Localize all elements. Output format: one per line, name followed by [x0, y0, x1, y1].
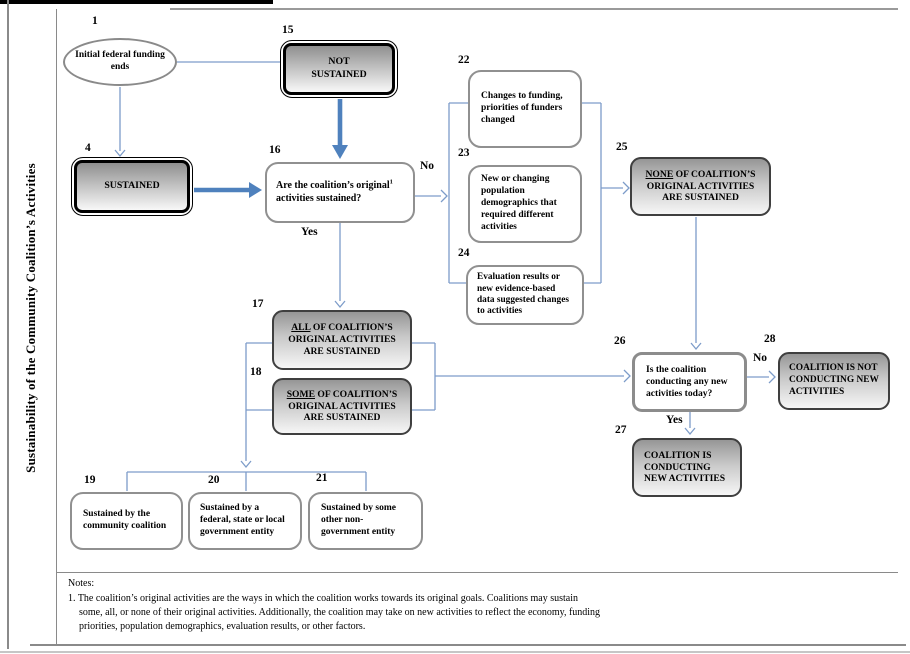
node-number-26: 26 [614, 335, 626, 347]
node-number-17: 17 [252, 298, 264, 310]
node-number-23: 23 [458, 147, 470, 159]
node-none-sustained: NONE OF COALITION’S ORIGINAL ACTIVITIES … [630, 157, 771, 216]
node-number-15: 15 [282, 24, 294, 36]
node-number-24: 24 [458, 247, 470, 259]
bottom-border [30, 644, 906, 646]
node-number-25: 25 [616, 141, 628, 153]
notes-line-1: 1. The coalition’s original activities a… [68, 593, 578, 604]
node-sustained-by-government: Sustained by a federal, state or local g… [188, 492, 302, 550]
node-sustained-by-nongovernment: Sustained by some other non-government e… [308, 492, 423, 550]
node-some-sustained: SOME OF COALITION’S ORIGINAL ACTIVITIES … [272, 378, 412, 435]
edge-label-yes-original: Yes [301, 226, 318, 238]
node-number-22: 22 [458, 54, 470, 66]
node-number-27: 27 [615, 424, 627, 436]
node-number-1: 1 [92, 15, 98, 27]
node-initial-federal-funding-ends: Initial federal funding ends [63, 38, 177, 86]
footnote-ref: 1 [389, 178, 393, 186]
node-number-21: 21 [316, 472, 328, 484]
left-border [7, 0, 9, 649]
node-number-16: 16 [269, 144, 281, 156]
node-number-18: 18 [250, 366, 262, 378]
node-number-4: 4 [85, 142, 91, 154]
node-all-sustained: ALL OF COALITION’S ORIGINAL ACTIVITIES A… [272, 310, 412, 370]
node-question-new-activities: Is the coalition conducting any new acti… [632, 352, 747, 412]
node-sustained-by-coalition: Sustained by the community coalition [70, 492, 183, 550]
node-conducting-new: COALITION IS CONDUCTING NEW ACTIVITIES [632, 438, 742, 497]
edge-label-no-new: No [753, 352, 768, 364]
node-not-sustained: NOT SUSTAINED [280, 40, 398, 98]
top-border-black [0, 0, 273, 4]
sidebar-divider [56, 9, 58, 644]
notes-heading: Notes: [68, 578, 95, 589]
node-sustained: SUSTAINED [71, 157, 193, 216]
node-number-28: 28 [764, 333, 776, 345]
node-question-original-activities: Are the coalition’s original1 activities… [265, 162, 415, 223]
node-new-demographics: New or changing population demographics … [468, 165, 582, 243]
bottom-edge [0, 651, 910, 653]
notes-divider [56, 572, 898, 574]
node-changes-to-funding: Changes to funding, priorities of funder… [468, 70, 582, 148]
node-number-19: 19 [84, 474, 96, 486]
node-not-conducting-new: COALITION IS NOT CONDUCTING NEW ACTIVITI… [778, 352, 890, 410]
edge-label-yes-new: Yes [666, 414, 683, 426]
top-border-gray [170, 8, 898, 10]
notes-line-2: some, all, or none of their original act… [79, 607, 601, 618]
edge-label-no-original: No [420, 160, 435, 172]
node-evaluation-results: Evaluation results or new evidence-based… [466, 265, 584, 325]
node-number-20: 20 [208, 474, 220, 486]
notes-line-3: priorities, population demographics, eva… [79, 621, 366, 632]
